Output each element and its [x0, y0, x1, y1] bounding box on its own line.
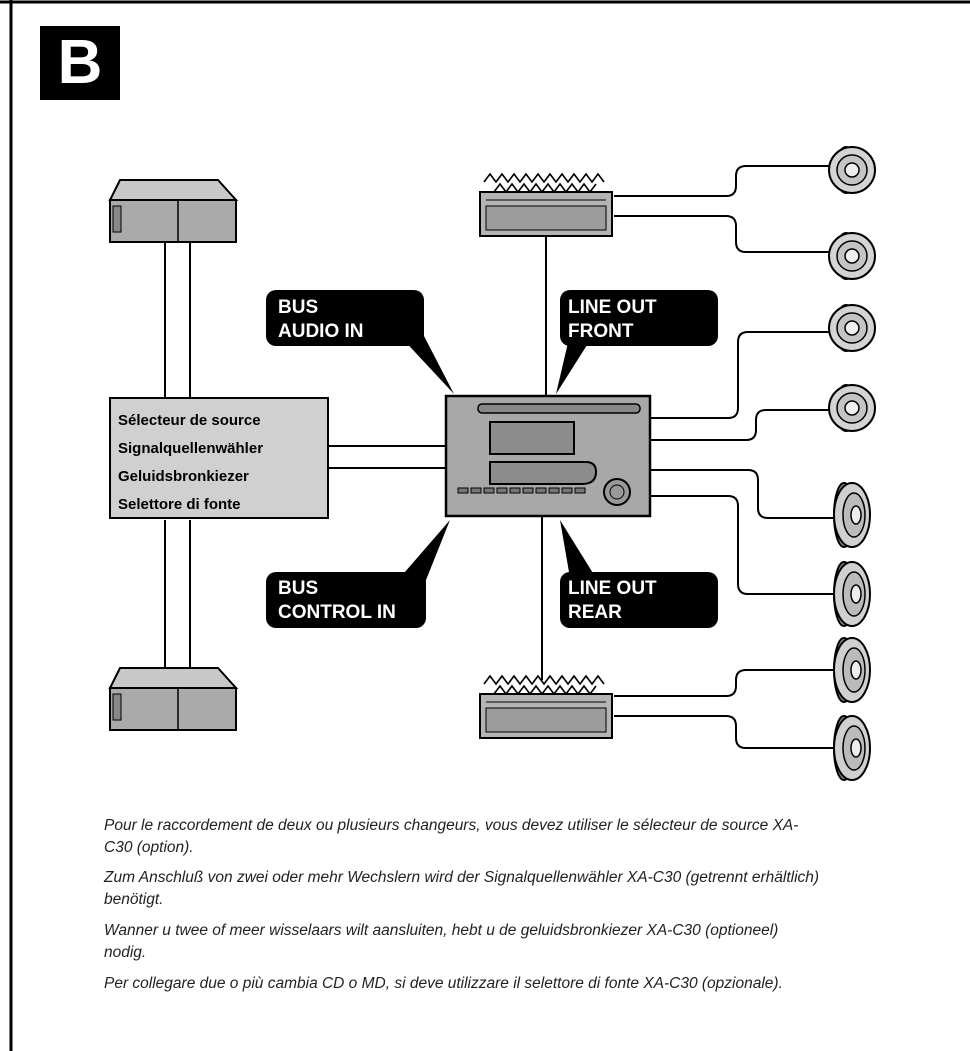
callout-bus-control-in-line1: BUS	[278, 578, 318, 599]
unit-to-amp-cables	[541, 237, 547, 680]
selector-label-de: Signalquellenwähler	[118, 440, 263, 457]
callout-line-out-rear: LINE OUT REAR	[560, 520, 718, 628]
bus-cables-changers	[164, 240, 191, 670]
tweeter-icon	[828, 146, 876, 194]
callout-bus-audio-in-line1: BUS	[278, 297, 318, 318]
tweeter-icon	[828, 384, 876, 432]
callout-line-out-front: LINE OUT FRONT	[556, 290, 718, 394]
amplifier-icon	[479, 674, 613, 739]
callout-line-out-front-line1: LINE OUT	[568, 297, 657, 318]
tweeter-icon	[828, 232, 876, 280]
callout-bus-audio-in-line2: AUDIO IN	[278, 321, 364, 342]
description-fr: Pour le raccordement de deux ou plusieur…	[104, 817, 799, 856]
oval-speaker-icon	[833, 637, 871, 703]
callout-bus-control-in: BUS CONTROL IN	[266, 520, 450, 628]
description-nl: Wanner u twee of meer wisselaars wilt aa…	[104, 922, 779, 961]
description-it: Per collegare due o più cambia CD o MD, …	[104, 975, 783, 992]
car-stereo-icon	[444, 394, 652, 518]
oval-speaker-icon	[833, 715, 871, 781]
selector-label-nl: Geluidsbronkiezer	[118, 468, 249, 485]
callout-line-out-rear-line2: REAR	[568, 602, 622, 623]
tweeter-icon	[828, 304, 876, 352]
callout-bus-control-in-line2: CONTROL IN	[278, 602, 396, 623]
section-letter-badge: B	[40, 26, 120, 100]
oval-speaker-icon	[833, 482, 871, 548]
amplifier-icon	[479, 172, 613, 237]
callout-line-out-front-line2: FRONT	[568, 321, 634, 342]
selector-label-it: Selettore di fonte	[118, 496, 241, 513]
description-de: Zum Anschluß von zwei oder mehr Wechsler…	[104, 869, 820, 908]
callout-bus-audio-in: BUS AUDIO IN	[266, 290, 454, 394]
oval-speaker-icon	[833, 561, 871, 627]
speaker-cables	[614, 165, 836, 749]
selector-to-unit-cables	[328, 445, 446, 469]
cd-changer-icon	[108, 179, 239, 243]
callout-line-out-rear-line1: LINE OUT	[568, 578, 657, 599]
source-selector-box: Sélecteur de source Signalquellenwähler …	[109, 397, 329, 519]
selector-label-fr: Sélecteur de source	[118, 412, 261, 429]
cd-changer-icon	[108, 667, 239, 731]
